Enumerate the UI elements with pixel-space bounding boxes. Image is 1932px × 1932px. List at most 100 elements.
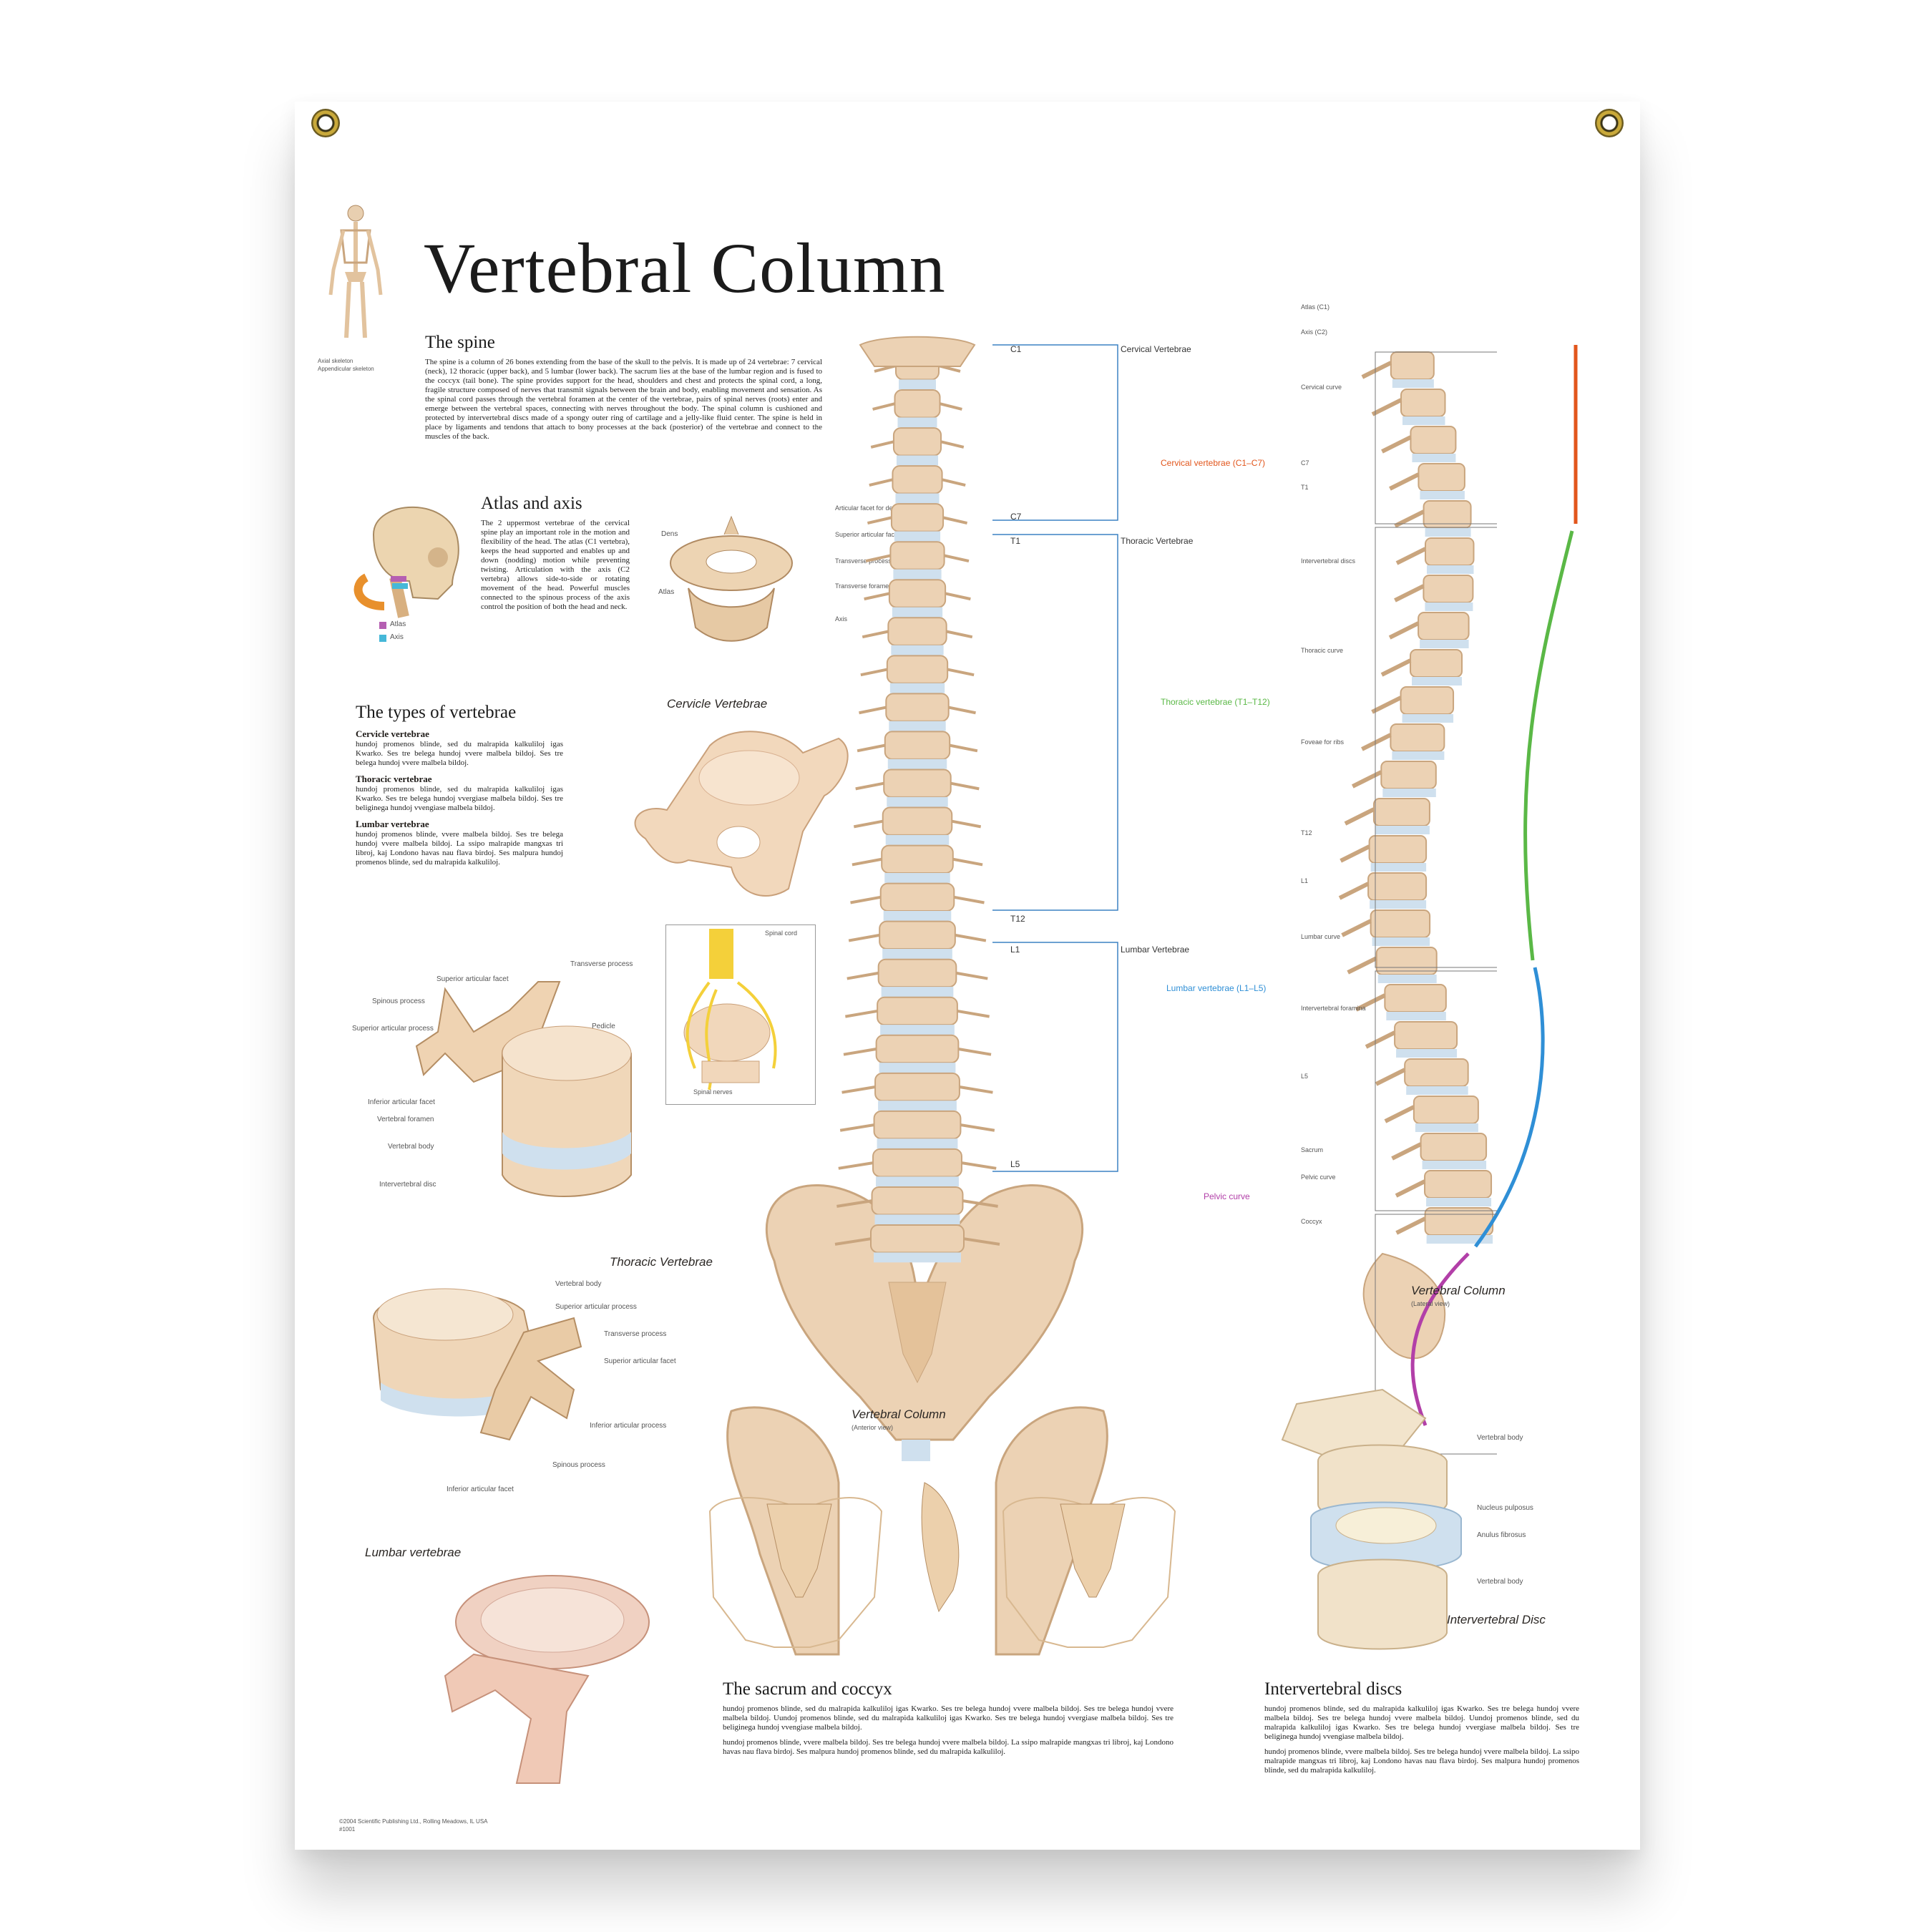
type-text-lumbar: hundoj promenos blinde, vvere malbela bi…	[356, 830, 563, 867]
lateral-right-label: Intervertebral foramina	[1301, 1005, 1366, 1012]
grommet-right	[1595, 109, 1624, 137]
atlas-label-atlas: Atlas	[658, 588, 675, 596]
marker-l5: L5	[1010, 1159, 1020, 1169]
discs-paragraph-2: hundoj promenos blinde, vvere malbela bi…	[1264, 1747, 1579, 1775]
sacrum-paragraph-2: hundoj promenos blinde, vvere malbela bi…	[723, 1738, 1174, 1756]
lateral-right-label: Axis (C2)	[1301, 328, 1328, 336]
marker-t1: T1	[1010, 536, 1021, 546]
copyright-line: ©2004 Scientific Publishing Ltd., Rollin…	[339, 1818, 488, 1825]
intervertebral-disc-illustration	[1281, 1388, 1462, 1650]
lateral-right-label: Atlas (C1)	[1301, 303, 1330, 311]
poster-title: Vertebral Column	[424, 228, 946, 308]
sacrum-views-illustration	[708, 1482, 1176, 1648]
lateral-right-label: Intervertebral discs	[1301, 557, 1356, 565]
spinal-label-cord: Spinal cord	[765, 930, 798, 937]
lateral-spine-illustration	[1338, 345, 1578, 1455]
disc-label-nucleus: Nucleus pulposus	[1477, 1504, 1533, 1512]
atlas-legend-label: Atlas	[390, 620, 406, 628]
lumbar-label-spinous-process: Spinous process	[552, 1461, 605, 1469]
axis-legend-swatch	[379, 635, 386, 642]
thoracic-vertebra-illustration	[415, 981, 632, 1197]
atlas-label-superior-facet: Superior articular facet	[835, 531, 900, 538]
lateral-label-lumbar: Lumbar vertebrae (L1–L5)	[1166, 983, 1267, 993]
type-name-lumbar: Lumbar vertebrae	[356, 819, 429, 829]
sacrum-heading: The sacrum and coccyx	[723, 1679, 892, 1699]
atlas-legend-swatch	[379, 622, 386, 629]
axis-legend-label: Axis	[390, 633, 404, 641]
skeleton-legend-axial: Axial skeleton	[318, 358, 353, 364]
lateral-right-label: Pelvic curve	[1301, 1174, 1336, 1181]
thoracic-caption: Thoracic Vertebrae	[610, 1255, 713, 1269]
atlas-axis-illustration	[670, 515, 793, 642]
lateral-label-thoracic: Thoracic vertebrae (T1–T12)	[1161, 697, 1270, 707]
spinal-cord-inset: Spinal cord Spinal nerves	[665, 924, 816, 1105]
lateral-right-label: T1	[1301, 484, 1309, 491]
lateral-right-label: L5	[1301, 1073, 1309, 1080]
anterior-subcaption: (Anterior view)	[852, 1424, 894, 1431]
anatomy-poster: Axial skeleton Appendicular skeleton Ver…	[295, 102, 1640, 1850]
type-text-thoracic: hundoj promenos blinde, sed du malrapida…	[356, 785, 563, 812]
atlas-label-dens: Dens	[661, 530, 678, 538]
lumbar-label-superior-process: Superior articular process	[555, 1303, 637, 1311]
lateral-right-label: Coccyx	[1301, 1218, 1322, 1225]
atlas-label-axis: Axis	[835, 615, 848, 623]
spine-heading: The spine	[425, 333, 495, 352]
type-name-thoracic: Thoracic vertebrae	[356, 774, 432, 784]
marker-c1: C1	[1010, 344, 1022, 354]
lateral-right-label: T12	[1301, 829, 1312, 836]
marker-c7: C7	[1010, 512, 1022, 522]
anterior-caption: Vertebral Column	[852, 1407, 946, 1421]
discs-heading: Intervertebral discs	[1264, 1679, 1402, 1699]
marker-l1: L1	[1010, 945, 1020, 955]
atlas-label-transverse-foramen: Transverse foramen	[835, 582, 893, 590]
lumbar-caption: Lumbar vertebrae	[365, 1546, 462, 1559]
group-cervical: Cervical Vertebrae	[1121, 344, 1191, 354]
cervicle-vertebra-illustration	[634, 731, 849, 897]
atlas-label-articular-facet: Articular facet for dens of axis	[835, 504, 920, 512]
atlas-text: The 2 uppermost vertebrae of the cervica…	[481, 519, 630, 611]
skull-illustration	[353, 506, 459, 618]
lumbar-vertebra-illustration	[372, 1288, 582, 1441]
grommet-left	[311, 109, 340, 137]
lumbar-label-transverse-process: Transverse process	[604, 1330, 667, 1338]
thoracic-label-vertebral-foramen: Vertebral foramen	[377, 1116, 434, 1123]
thoracic-label-superior-facet: Superior articular facet	[436, 975, 509, 983]
lumbar-label-superior-facet: Superior articular facet	[604, 1357, 676, 1365]
copyright-number: #1001	[339, 1826, 356, 1833]
lateral-subcaption: (Lateral view)	[1411, 1300, 1450, 1307]
spinal-label-nerves: Spinal nerves	[693, 1088, 733, 1096]
thoracic-label-transverse-process: Transverse process	[570, 960, 633, 968]
spine-text: The spine is a column of 26 bones extend…	[425, 358, 822, 441]
types-heading: The types of vertebrae	[356, 703, 517, 722]
lumbar-label-inferior-process: Inferior articular process	[590, 1422, 667, 1430]
lumbar-label-inferior-facet: Inferior articular facet	[447, 1485, 514, 1493]
lumbar-vertebra-top-illustration	[444, 1575, 650, 1784]
disc-label-vertebral-body-top: Vertebral body	[1477, 1434, 1523, 1442]
lateral-label-cervical: Cervical vertebrae (C1–C7)	[1161, 458, 1266, 468]
sacrum-text: hundoj promenos blinde, sed du malrapida…	[723, 1704, 1174, 1757]
lateral-right-label: Foveae for ribs	[1301, 738, 1345, 746]
types-list: Cervicle vertebrae hundoj promenos blind…	[356, 728, 563, 867]
thoracic-label-superior-process: Superior articular process	[352, 1025, 434, 1033]
marker-t12: T12	[1010, 914, 1025, 924]
lateral-label-pelvic: Pelvic curve	[1204, 1191, 1250, 1201]
lateral-right-label: Sacrum	[1301, 1146, 1324, 1153]
discs-text: hundoj promenos blinde, sed du malrapida…	[1264, 1704, 1579, 1775]
thoracic-label-vertebral-body: Vertebral body	[388, 1143, 434, 1151]
skeleton-icon	[328, 205, 383, 338]
group-thoracic: Thoracic Vertebrae	[1121, 536, 1194, 546]
atlas-heading: Atlas and axis	[481, 494, 582, 513]
disc-caption: Intervertebral Disc	[1447, 1613, 1546, 1626]
anterior-spine-illustration	[726, 336, 1118, 1656]
group-lumbar: Lumbar Vertebrae	[1121, 945, 1190, 955]
thoracic-label-spinous-process: Spinous process	[372, 997, 425, 1005]
disc-label-anulus: Anulus fibrosus	[1477, 1531, 1526, 1539]
lateral-caption: Vertebral Column	[1411, 1284, 1506, 1297]
lateral-right-label: Thoracic curve	[1301, 647, 1344, 654]
sacrum-paragraph-1: hundoj promenos blinde, sed du malrapida…	[723, 1704, 1174, 1732]
cervicle-caption: Cervicle Vertebrae	[667, 697, 768, 711]
skeleton-legend-appendicular: Appendicular skeleton	[318, 366, 374, 372]
discs-paragraph-1: hundoj promenos blinde, sed du malrapida…	[1264, 1704, 1579, 1741]
lumbar-label-vertebral-body: Vertebral body	[555, 1280, 602, 1288]
lateral-right-label: C7	[1301, 459, 1309, 467]
